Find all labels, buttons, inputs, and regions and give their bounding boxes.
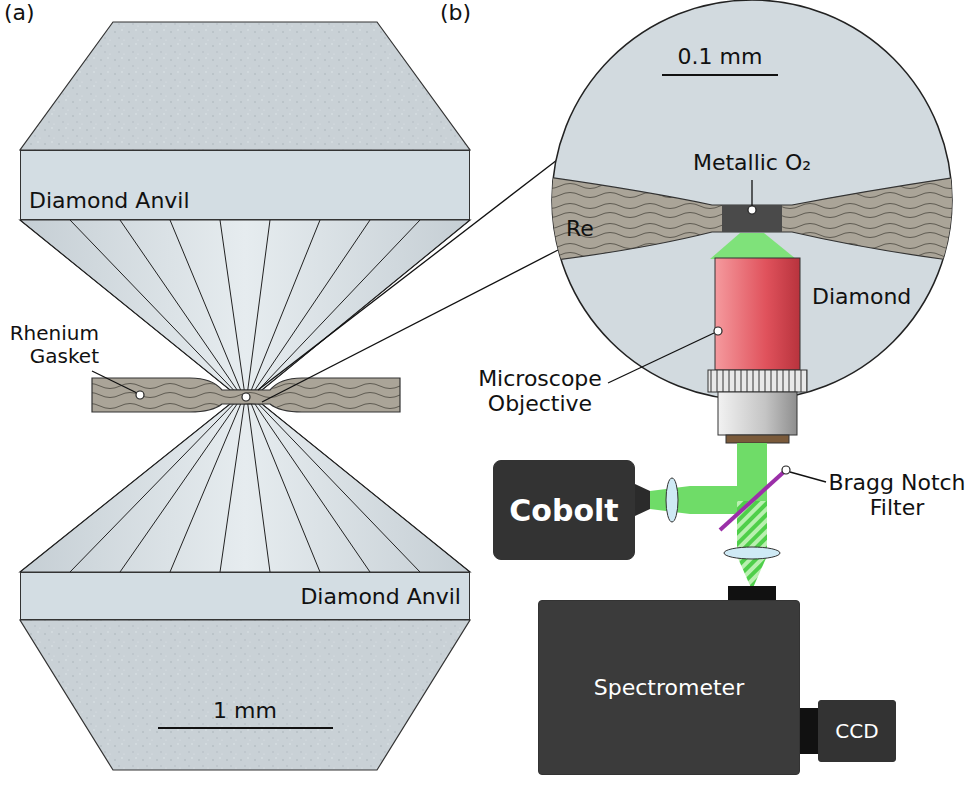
facet-line (255, 220, 370, 390)
facet-line (258, 220, 420, 390)
metallic-o2-sample (722, 205, 782, 232)
facet-line (70, 404, 234, 572)
part-label: Metallic O₂ (693, 150, 811, 175)
scale-bar (662, 74, 778, 76)
ccd-box: CCD (818, 700, 896, 762)
facet-line (258, 404, 420, 572)
leader-line (92, 371, 137, 393)
raman-beam (737, 501, 767, 590)
anvil-crown (20, 22, 470, 150)
facet-line (170, 404, 241, 572)
objective-nose (718, 392, 797, 435)
objective-body (715, 258, 800, 370)
panel-letter: (b) (440, 0, 471, 25)
facet-line (255, 404, 370, 572)
anvil-crown (20, 620, 470, 770)
entrance-slit (728, 586, 776, 600)
gasket-section (540, 176, 964, 262)
anvil-pavilion (20, 404, 470, 572)
node-text: CCD (835, 719, 878, 743)
node-text: Diamond Anvil (29, 188, 190, 213)
leader-dot (714, 327, 722, 335)
facet-line (120, 220, 237, 390)
objective-ring (708, 370, 807, 392)
facet-line (20, 404, 230, 572)
part-label: Rhenium Gasket (3, 322, 99, 368)
node-text: Spectrometer (594, 675, 744, 700)
rhenium-gasket (92, 378, 400, 412)
scale-bar (158, 727, 333, 729)
sample-dot (242, 393, 250, 401)
facet-line (248, 220, 270, 390)
facet-lines (20, 220, 470, 572)
laser-beam (650, 486, 752, 514)
leader-line (608, 333, 714, 383)
panel-letter: (a) (4, 0, 35, 25)
part-label: Microscope Objective (475, 366, 605, 417)
leader-line (790, 472, 826, 482)
facet-line (262, 404, 470, 572)
bragg-filter (720, 470, 786, 530)
ccd-mount (800, 708, 818, 754)
node-text: Diamond Anvil (300, 584, 461, 609)
scale-label: 0.1 mm (678, 44, 763, 69)
laser-box: Cobolt (493, 460, 635, 560)
leader-dot (136, 391, 144, 399)
leader-line (751, 180, 752, 207)
facet-line (251, 220, 320, 390)
node-text: Cobolt (509, 493, 618, 528)
leader-dot (782, 466, 790, 474)
part-label: Bragg Notch Filter (827, 470, 967, 521)
laser-aperture (635, 484, 650, 516)
anvil-girdle: Diamond Anvil (20, 572, 470, 620)
part-label: Re (566, 216, 594, 241)
lens (724, 547, 780, 559)
scale-label: 1 mm (213, 698, 277, 723)
part-label: Diamond (812, 284, 911, 309)
leader-dot (748, 206, 756, 214)
anvil-girdle: Diamond Anvil (20, 150, 470, 220)
facet-line (170, 220, 241, 390)
facet-line (220, 404, 244, 572)
facet-line (120, 404, 237, 572)
lens (666, 478, 678, 522)
facet-line (248, 404, 270, 572)
spectrometer-box: Spectrometer (538, 600, 800, 775)
objective-tip (726, 435, 789, 443)
laser-focus (710, 233, 796, 259)
facet-line (262, 220, 470, 390)
facet-line (251, 404, 320, 572)
facet-line (220, 220, 244, 390)
